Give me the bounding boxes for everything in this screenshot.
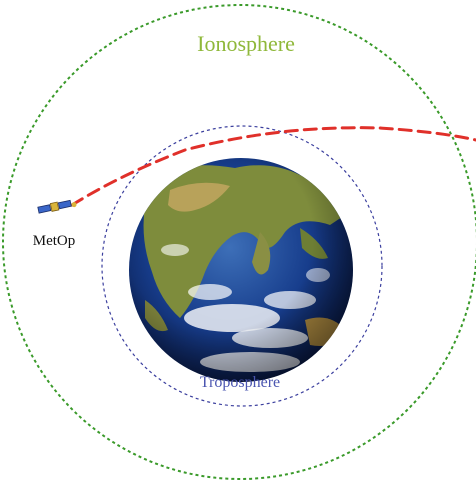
ionosphere-ring	[2, 4, 476, 480]
troposphere-ring	[101, 125, 383, 407]
ionosphere-label: Ionosphere	[197, 31, 295, 56]
satellite-icon	[37, 199, 77, 214]
earth-globe-icon	[129, 158, 353, 382]
satellite-label: MetOp	[33, 233, 76, 249]
signal-path	[70, 126, 476, 207]
troposphere-label: Troposphere	[200, 374, 280, 391]
